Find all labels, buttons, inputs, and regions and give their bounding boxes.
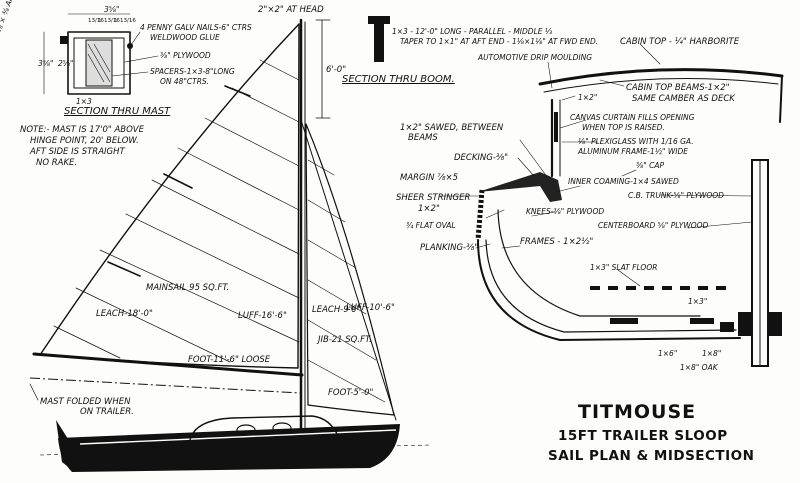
dim-1x8-label: 1×8"	[702, 349, 721, 358]
centerboard-label: CENTERBOARD ⅝" PLYWOOD	[598, 221, 709, 230]
porthole	[236, 424, 256, 436]
title-line-1: 15FT TRAILER SLOOP	[558, 428, 728, 444]
jib-luff-label: LUFF-10'-6"	[346, 303, 395, 313]
main-leach-label: LEACH-18'-0"	[96, 309, 153, 319]
boom-desc-2: TAPER TO 1×1" AT AFT END - 1⅛×1⅛" AT FWD…	[400, 37, 598, 46]
main-luff-label: LUFF-16'-6"	[238, 311, 287, 321]
nails-label: 4 PENNY GALV NAILS-6" CTRS	[140, 23, 252, 32]
one-by-two-label: 1×2"	[578, 93, 597, 102]
folded-mast	[29, 377, 301, 394]
height-label: 6'-0"	[326, 65, 346, 75]
coaming-label: INNER COAMING-1×4 SAWED	[568, 177, 679, 186]
porthole	[272, 422, 292, 434]
rudder	[56, 420, 72, 470]
jib-label: JIB-21 SQ.FT.	[316, 335, 372, 345]
mast-section: ⅞ × ⅜ AND SAIL TRACK 4 PENNY GALV NAILS-…	[0, 0, 252, 168]
sheer-label: SHEER STRINGER	[396, 193, 470, 203]
glue-label: WELDWOOD GLUE	[150, 33, 220, 42]
plexi-label-2: ALUMINUM FRAME-1½" WIDE	[577, 147, 688, 156]
cabin-top-label: CABIN TOP - ¼" HARBORITE	[620, 37, 740, 47]
jib-seams	[307, 159, 386, 403]
canvas-label: CANVAS CURTAIN FILLS OPENING	[570, 113, 695, 122]
boom-desc-1: 1×3 - 12'-0" LONG - PARALLEL - MIDDLE ⅓	[392, 27, 553, 36]
mast-note-3: AFT SIDE IS STRAIGHT	[29, 147, 126, 157]
mast-dim-top: 3⅝"	[104, 5, 120, 14]
hull-shell	[477, 239, 741, 341]
jib	[305, 123, 395, 416]
decking-label: DECKING-⅜"	[454, 153, 508, 163]
plywood-label: ⅜" PLYWOOD	[160, 51, 211, 60]
dim-small-3: 13/16	[104, 18, 120, 24]
midsection: CABIN TOP - ¼" HARBORITE AUTOMOTIVE DRIP…	[396, 37, 784, 372]
sawed-label-2: BEAMS	[408, 133, 438, 143]
oval-label: ¾ FLAT OVAL	[406, 221, 456, 230]
mast-folded-label-2: ON TRAILER.	[80, 407, 134, 417]
cabin	[189, 415, 339, 441]
mast-note-2: HINGE POINT, 20' BELOW.	[30, 136, 139, 146]
mainsail-label: MAINSAIL 95 SQ.FT.	[146, 283, 229, 293]
beams-label: CABIN TOP BEAMS-1×2"	[626, 83, 730, 93]
sawed-label: 1×2" SAWED, BETWEEN	[400, 123, 504, 133]
dim-small-2: 1	[98, 18, 102, 24]
planking-label: PLANKING-⅜"	[420, 243, 478, 253]
battens	[107, 85, 251, 277]
mast-dim-inner: 2⅝"	[58, 59, 74, 68]
main-foot-label: FOOT-11'-6" LOOSE	[188, 355, 271, 365]
slat-floor	[590, 286, 726, 290]
margin-label: MARGIN ⅞×5	[400, 173, 458, 183]
boom	[32, 352, 304, 377]
trunk-label: C.B. TRUNK-⅝" PLYWOOD	[628, 191, 724, 200]
title-block: TITMOUSE 15FT TRAILER SLOOP SAIL PLAN & …	[548, 401, 754, 464]
dim-small-4: 1	[114, 18, 118, 24]
jib-foot-label: FOOT-5'-0"	[328, 388, 374, 398]
spacers-label-2: ON 48"CTRS.	[160, 77, 209, 86]
waterline	[39, 444, 431, 456]
boat-name: TITMOUSE	[578, 401, 696, 423]
mast-section-header: SECTION THRU MAST	[64, 106, 171, 117]
dim-1x3-label: 1×3"	[688, 297, 707, 306]
mainsail	[39, 23, 300, 369]
title-line-2: SAIL PLAN & MIDSECTION	[548, 448, 754, 464]
plexi-label: ⅛" PLEXIGLASS WITH 1/16 GA.	[578, 137, 694, 146]
frames-label: FRAMES - 1×2½"	[520, 237, 593, 247]
deck	[478, 172, 562, 202]
canvas-label-2: WHEN TOP IS RAISED.	[582, 123, 665, 132]
mast-dims-small: 13/16 1 13/16 1 13/16	[88, 18, 136, 24]
mast-folded-label-1: MAST FOLDED WHEN	[40, 397, 131, 407]
drip-label: AUTOMOTIVE DRIP MOULDING	[477, 53, 592, 62]
height-dimension	[315, 19, 331, 119]
mast-section-outline	[67, 31, 131, 95]
mast-note-4: NO RAKE.	[36, 158, 77, 168]
dim-small-1: 13/16	[88, 18, 104, 24]
sail-plan: 2"×2" AT HEAD 6'-0" MAINSAIL 95 SQ.FT. L…	[29, 5, 431, 472]
dim-small-5: 13/16	[120, 18, 136, 24]
beams-label-2: SAME CAMBER AS DECK	[632, 94, 736, 104]
mast-dim-side: 3⅝"	[38, 59, 54, 68]
sheer-label-2: 1×2"	[418, 204, 440, 214]
dim-1x6-label: 1×6"	[658, 349, 677, 358]
spacers-label: SPACERS-1×3-8"LONG	[150, 67, 235, 76]
slat-label: 1×3" SLAT FLOOR	[590, 263, 657, 272]
knees-label: KNEES-⅜" PLYWOOD	[526, 207, 604, 216]
boom-section: 1×3 - 12'-0" LONG - PARALLEL - MIDDLE ⅓ …	[342, 16, 598, 85]
oak-label: 1×8" OAK	[680, 363, 719, 372]
mast-note-1: NOTE:- MAST IS 17'0" ABOVE	[20, 125, 145, 135]
boom-section-header: SECTION THRU BOOM.	[342, 74, 455, 85]
head-label: 2"×2" AT HEAD	[258, 5, 324, 15]
forestay	[300, 119, 397, 421]
hull	[58, 424, 400, 472]
sail-track-label: ⅞ × ⅜ AND SAIL TRACK	[0, 0, 34, 34]
jib-leach-label: LEACH-9'6"	[312, 305, 360, 315]
cap-label: ⅜" CAP	[636, 161, 664, 170]
cabin-top	[538, 68, 784, 86]
mast-dim-1x3: 1×3	[76, 97, 92, 106]
